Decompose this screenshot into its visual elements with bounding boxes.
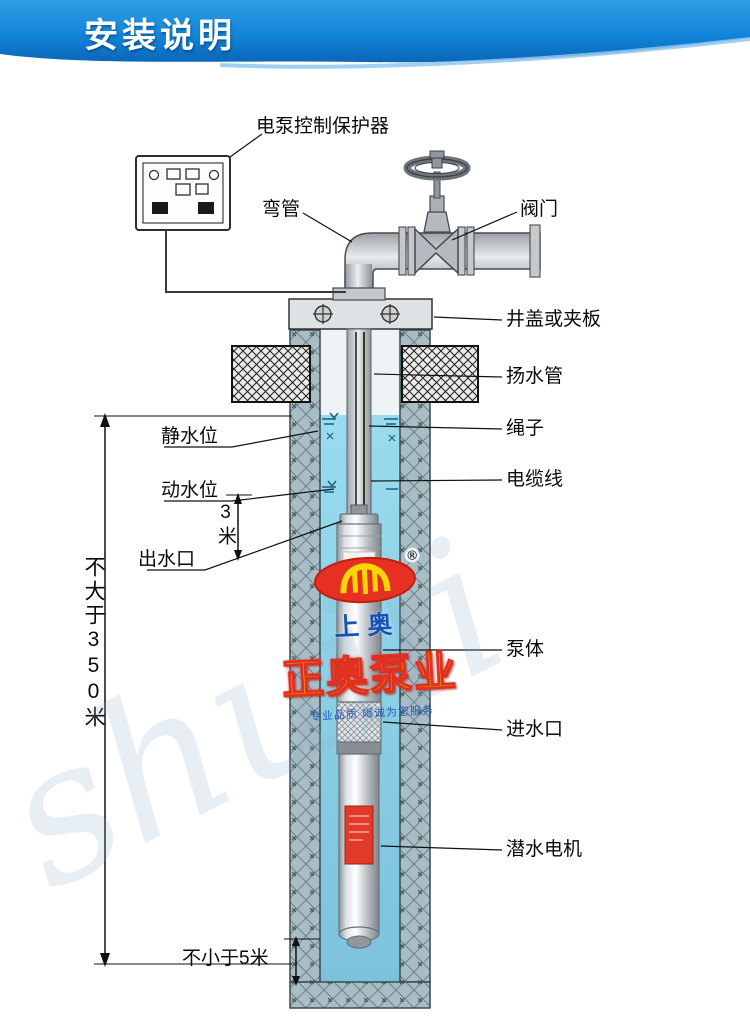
surface-piping <box>332 224 541 301</box>
valve <box>403 150 471 275</box>
riser-pipe-in-well <box>346 328 372 515</box>
well-cover-plate <box>288 298 433 330</box>
label-valve: 阀门 <box>520 199 559 220</box>
intake-strainer <box>336 701 382 743</box>
well-walls <box>289 329 431 1009</box>
label-rope: 绳子 <box>506 418 545 439</box>
page-title: 安装说明 <box>84 17 236 55</box>
label-pump-body: 泵体 <box>506 639 545 660</box>
dimension-lines <box>94 413 320 986</box>
label-controller: 电泵控制保护器 <box>256 116 390 137</box>
water-level-marks <box>322 412 398 493</box>
ground-blocks <box>231 345 479 403</box>
power-wire <box>165 230 346 293</box>
pump-nameplate <box>342 551 376 597</box>
label-cable: 电缆线 <box>506 469 564 490</box>
label-motor: 潜水电机 <box>506 839 583 860</box>
leader-lines <box>147 133 518 851</box>
submersible-pump <box>336 504 382 949</box>
header-banner <box>0 0 750 69</box>
label-inlet: 进水口 <box>506 719 564 740</box>
motor-label <box>344 805 374 865</box>
dimension-max-depth: 不大于350米 <box>82 556 105 730</box>
label-well-cover: 井盖或夹板 <box>506 309 602 330</box>
label-outlet: 出水口 <box>138 549 196 570</box>
label-static-level: 静水位 <box>161 426 219 447</box>
label-riser-pipe: 扬水管 <box>506 366 564 387</box>
pump-controller-box <box>135 155 346 293</box>
dimension-outlet-depth: 3米 <box>215 502 236 548</box>
label-elbow: 弯管 <box>262 199 301 220</box>
dimension-min-clearance: 不小于5米 <box>182 948 269 969</box>
label-dynamic-level: 动水位 <box>161 480 219 501</box>
